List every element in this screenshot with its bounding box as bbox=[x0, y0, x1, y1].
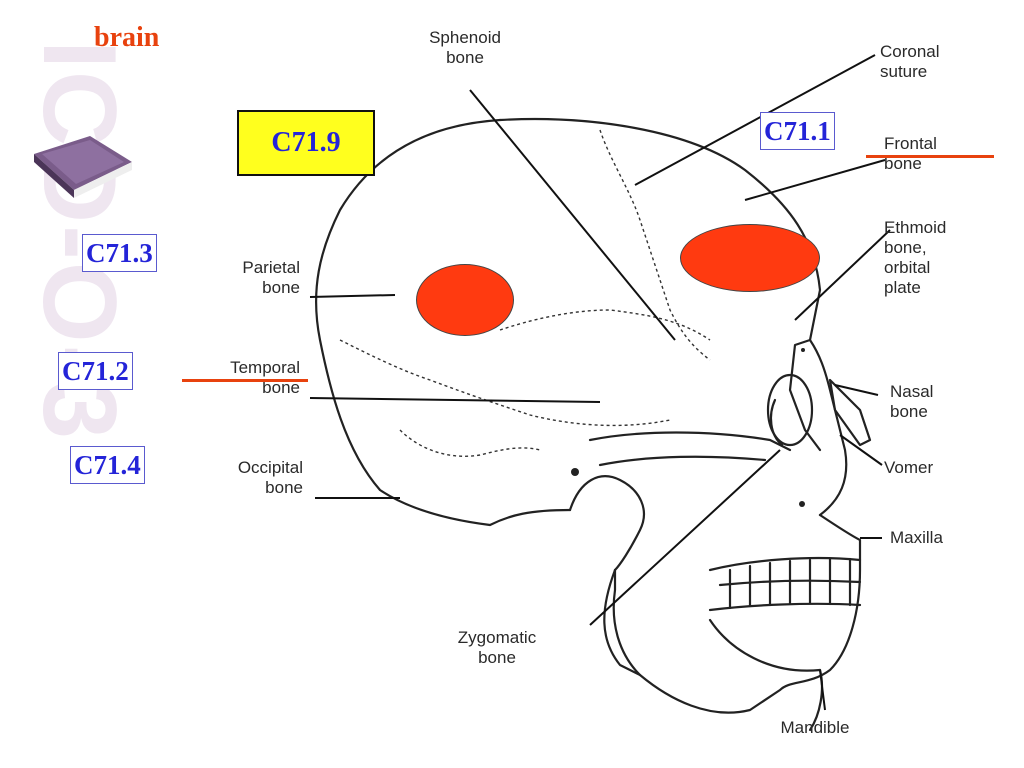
code-c71-2-temporal: C71.2 bbox=[58, 352, 133, 390]
label-maxilla: Maxilla bbox=[890, 528, 943, 547]
code-c71-3-parietal: C71.3 bbox=[82, 234, 157, 272]
label-mandible: Mandible bbox=[780, 718, 850, 737]
tumor-marker-parietal bbox=[416, 264, 514, 336]
code-c71-1-frontal: C71.1 bbox=[760, 112, 835, 150]
code-c71-4-occipital: C71.4 bbox=[70, 446, 145, 484]
book-icon bbox=[34, 136, 132, 198]
label-vomer: Vomer bbox=[884, 458, 934, 477]
page-title: brain bbox=[94, 22, 160, 53]
frontal-underline bbox=[866, 155, 994, 158]
tumor-marker-frontal bbox=[680, 224, 820, 292]
temporal-underline bbox=[182, 379, 308, 382]
code-c71-9-highlight: C71.9 bbox=[237, 110, 375, 176]
